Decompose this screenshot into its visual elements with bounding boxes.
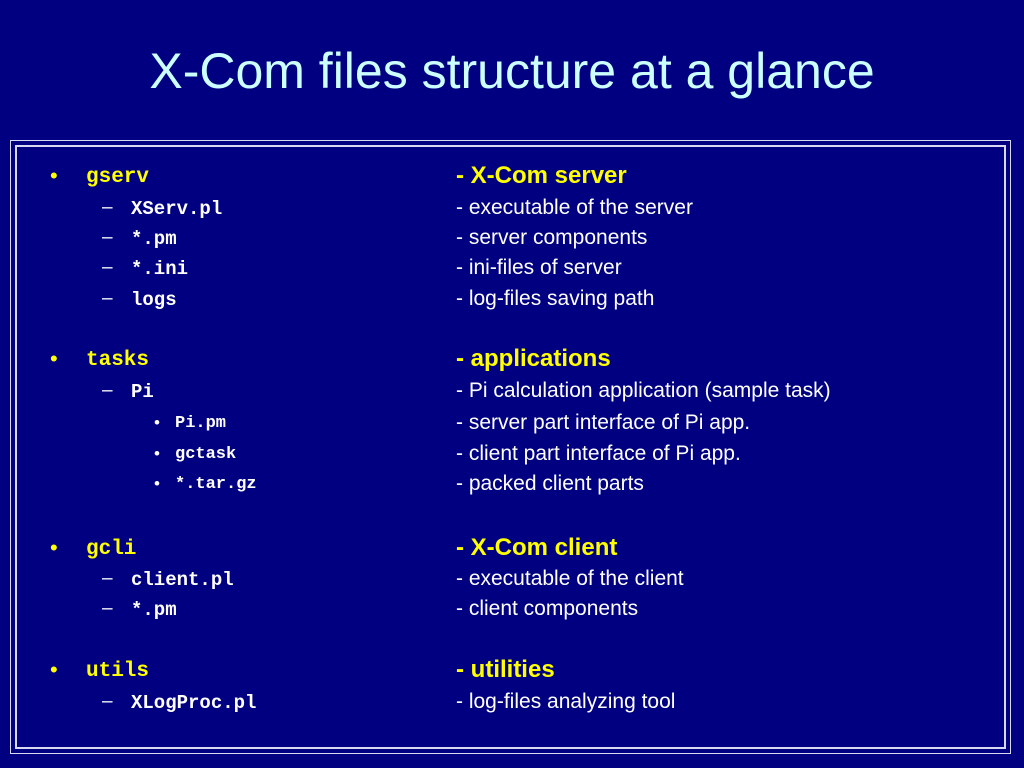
slide-title: X-Com files structure at a glance [149, 43, 875, 99]
file-name: logs [131, 289, 177, 311]
file-description: - log-files analyzing tool [456, 690, 676, 713]
file-description: - packed client parts [456, 472, 644, 495]
dash-icon: – [102, 598, 113, 619]
file-description: - client part interface of Pi app. [456, 442, 741, 465]
file-name: Pi [131, 381, 154, 403]
file-name: *.pm [131, 599, 177, 621]
bullet-icon: • [50, 346, 58, 371]
file-name: *.tar.gz [175, 475, 257, 494]
file-name: gctask [175, 445, 237, 464]
file-name: *.ini [131, 258, 189, 280]
file-description: - ini-files of server [456, 256, 622, 279]
file-name: client.pl [131, 569, 234, 591]
file-description: - executable of the server [456, 196, 693, 219]
section-description: - X-Com server [456, 162, 627, 189]
section-description: - utilities [456, 656, 555, 683]
file-name: XServ.pl [131, 198, 223, 220]
bullet-icon: • [154, 474, 160, 493]
file-name: *.pm [131, 228, 177, 250]
dash-icon: – [102, 227, 113, 248]
content-frame-outer [10, 140, 1011, 754]
bullet-icon: • [50, 163, 58, 188]
file-description: - server part interface of Pi app. [456, 411, 751, 434]
file-name: XLogProc.pl [131, 692, 257, 714]
file-description: - server components [456, 226, 648, 249]
content-frame-inner [15, 145, 1006, 749]
file-description: - client components [456, 597, 639, 620]
bullet-icon: • [154, 413, 160, 432]
dash-icon: – [102, 288, 113, 309]
section-name: gcli [86, 538, 137, 561]
section-description: - X-Com client [456, 534, 618, 561]
dash-icon: – [102, 197, 113, 218]
bullet-icon: • [154, 444, 160, 463]
file-description: - executable of the client [456, 567, 684, 590]
dash-icon: – [102, 257, 113, 278]
section-name: utils [86, 660, 150, 683]
file-description: - Pi calculation application (sample tas… [456, 379, 831, 402]
section-name: gserv [86, 166, 150, 189]
section-description: - applications [456, 345, 611, 372]
file-description: - log-files saving path [456, 287, 655, 310]
section-name: tasks [86, 349, 150, 372]
dash-icon: – [102, 380, 113, 401]
file-name: Pi.pm [175, 414, 227, 433]
bullet-icon: • [50, 657, 58, 682]
dash-icon: – [102, 568, 113, 589]
bullet-icon: • [50, 535, 58, 560]
dash-icon: – [102, 691, 113, 712]
